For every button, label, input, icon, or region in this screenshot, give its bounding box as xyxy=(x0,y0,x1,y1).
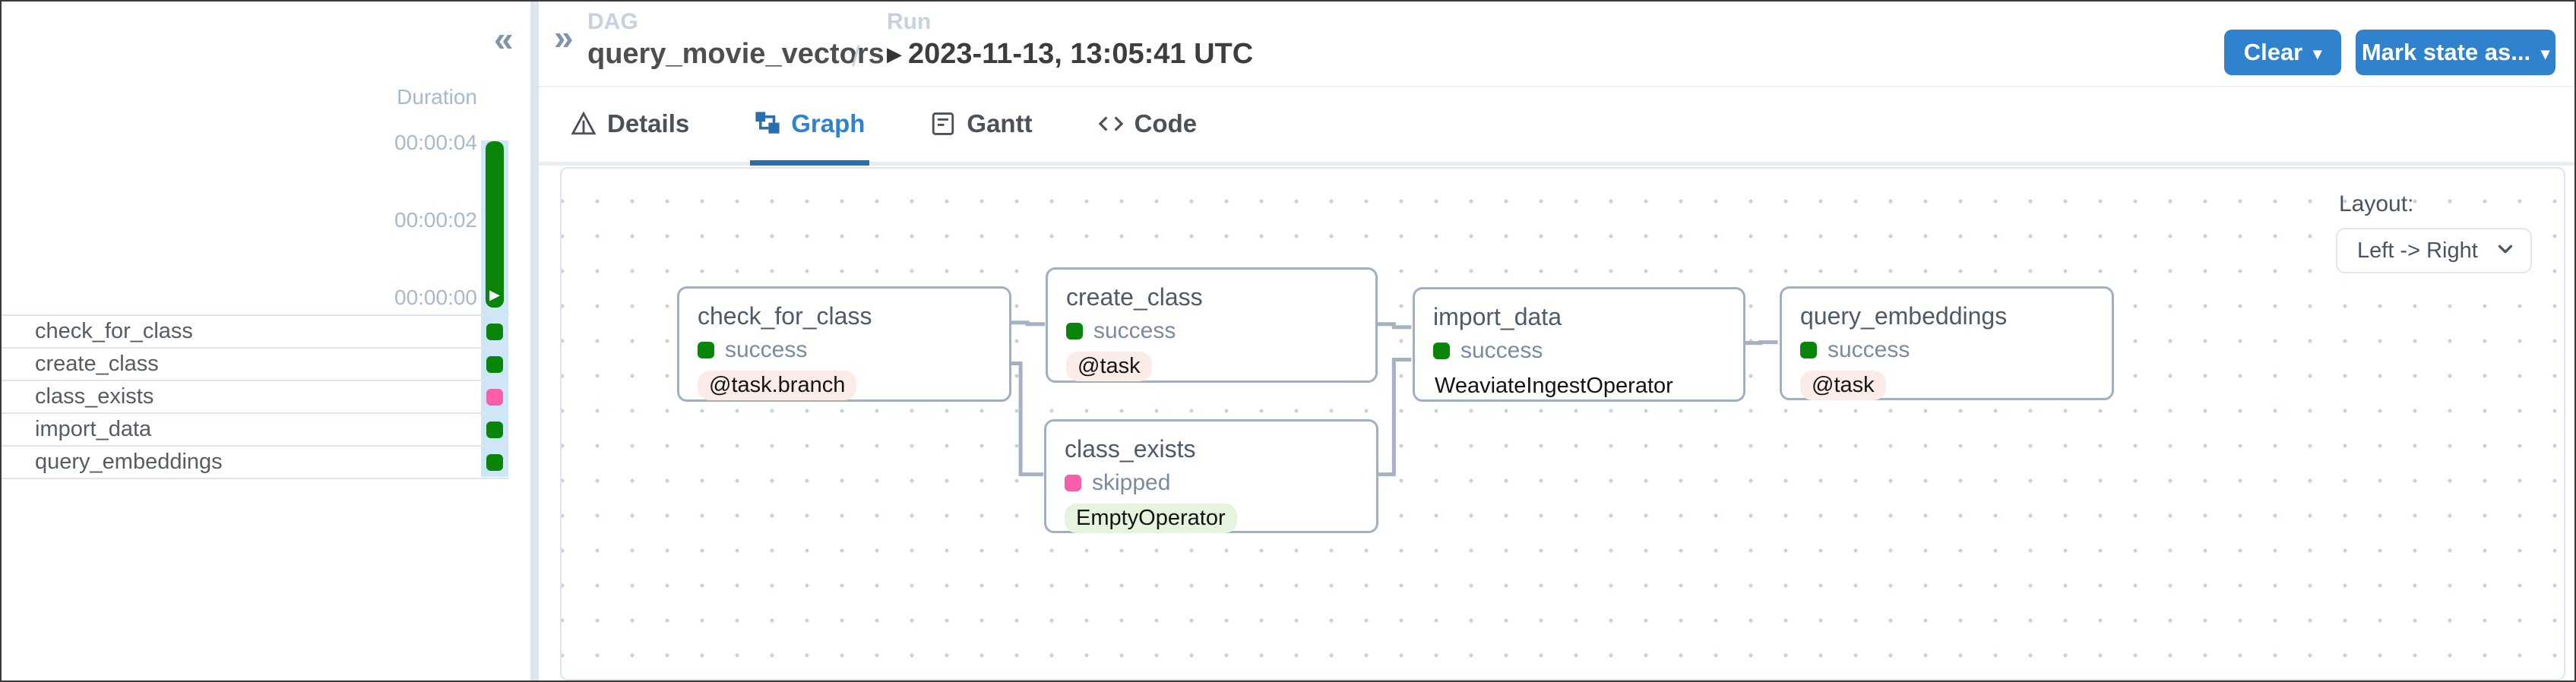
grid-sidebar: « Duration 00:00:04 00:00:02 00:00:00 ▶ … xyxy=(2,2,530,680)
status-square-skipped xyxy=(1065,475,1081,491)
layout-direction-select[interactable]: Left -> Right xyxy=(2336,228,2532,273)
node-title: class_exists xyxy=(1065,435,1196,463)
operator-badge: @task.branch xyxy=(698,371,857,400)
view-tabs: Details Graph Gantt Code xyxy=(539,87,2574,166)
node-title: query_embeddings xyxy=(1800,302,2008,330)
breadcrumb-dag[interactable]: DAG query_movie_vectors xyxy=(587,9,885,71)
operator-badge: @task xyxy=(1066,352,1152,381)
graph-canvas[interactable]: check_for_class success @task.branch cre… xyxy=(560,167,2565,680)
node-title: import_data xyxy=(1433,303,1562,330)
node-status-text: success xyxy=(1828,337,1910,362)
node-status-text: skipped xyxy=(1092,470,1171,495)
tab-code[interactable]: Code xyxy=(1093,87,1202,166)
dag-label: DAG xyxy=(587,9,638,34)
node-status-text: success xyxy=(1093,318,1176,343)
graph-node-import_data[interactable]: import_data success WeaviateIngestOperat… xyxy=(1413,287,1745,402)
node-title: check_for_class xyxy=(698,302,872,330)
task-name: class_exists xyxy=(35,384,154,409)
expand-sidebar-icon[interactable]: » xyxy=(554,17,574,57)
task-name: import_data xyxy=(35,417,152,441)
layout-selected-value: Left -> Right xyxy=(2357,238,2478,263)
dag-edges xyxy=(1011,320,1778,477)
code-icon xyxy=(1098,111,1124,137)
gantt-icon xyxy=(930,111,956,137)
operator-badge: EmptyOperator xyxy=(1065,504,1237,533)
mark-state-as-button[interactable]: Mark state as...▾ xyxy=(2356,30,2555,75)
collapse-sidebar-icon[interactable]: « xyxy=(494,19,514,58)
run-timestamp[interactable]: 2023-11-13, 13:05:41 UTC xyxy=(908,38,1254,70)
tab-gantt[interactable]: Gantt xyxy=(926,87,1036,166)
tab-label: Code xyxy=(1134,109,1198,137)
status-square-success[interactable] xyxy=(486,421,503,438)
duration-tick: 00:00:02 xyxy=(394,208,477,232)
status-square-success xyxy=(698,342,714,358)
chevron-down-icon xyxy=(2494,238,2517,264)
layout-control: Layout: Left -> Right xyxy=(2336,191,2532,273)
graph-icon xyxy=(755,111,780,137)
dag-run-duration-bar[interactable]: ▶ xyxy=(486,141,504,308)
task-row-create_class[interactable]: create_class xyxy=(2,349,509,381)
tab-graph[interactable]: Graph xyxy=(750,87,870,166)
breadcrumb-run[interactable]: Run ▶ 2023-11-13, 13:05:41 UTC xyxy=(887,9,1253,71)
tab-details[interactable]: Details xyxy=(566,87,694,166)
breadcrumb-separator: / xyxy=(852,41,860,73)
task-list: check_for_class create_class class_exist… xyxy=(2,314,509,479)
sidebar-divider[interactable] xyxy=(530,2,539,680)
status-square-skipped[interactable] xyxy=(486,388,503,406)
tab-label: Graph xyxy=(791,109,866,137)
task-row-class_exists[interactable]: class_exists xyxy=(2,381,509,414)
dag-name[interactable]: query_movie_vectors xyxy=(587,38,885,70)
tab-label: Gantt xyxy=(967,109,1033,137)
duration-tick: 00:00:04 xyxy=(394,131,477,154)
task-name: create_class xyxy=(35,352,159,376)
status-square-success[interactable] xyxy=(486,355,503,373)
status-square-success xyxy=(1800,342,1817,358)
task-row-check_for_class[interactable]: check_for_class xyxy=(2,316,509,349)
run-label: Run xyxy=(887,9,932,34)
status-square-success xyxy=(1433,343,1450,359)
task-row-import_data[interactable]: import_data xyxy=(2,414,509,447)
node-status-text: success xyxy=(725,337,808,362)
duration-tick: 00:00:00 xyxy=(394,286,477,309)
caret-down-icon: ▾ xyxy=(2541,44,2550,63)
duration-axis-title: Duration xyxy=(397,85,477,109)
graph-node-create_class[interactable]: create_class success @task xyxy=(1046,267,1378,383)
node-title: create_class xyxy=(1066,283,1203,311)
clear-button[interactable]: Clear▾ xyxy=(2224,30,2341,75)
status-square-success[interactable] xyxy=(486,323,503,340)
task-name: check_for_class xyxy=(35,319,193,343)
operator-label: WeaviateIngestOperator xyxy=(1435,374,1673,398)
status-square-success xyxy=(1066,323,1083,339)
graph-node-class_exists[interactable]: class_exists skipped EmptyOperator xyxy=(1044,419,1378,533)
play-icon: ▶ xyxy=(489,287,500,302)
tab-label: Details xyxy=(607,109,690,137)
graph-node-check_for_class[interactable]: check_for_class success @task.branch xyxy=(677,286,1011,402)
play-icon: ▶ xyxy=(887,43,902,65)
graph-node-query_embeddings[interactable]: query_embeddings success @task xyxy=(1780,286,2114,400)
task-row-query_embeddings[interactable]: query_embeddings xyxy=(2,447,509,479)
details-icon xyxy=(571,111,597,137)
layout-label: Layout: xyxy=(2339,191,2414,216)
operator-badge: @task xyxy=(1800,371,1886,400)
caret-down-icon: ▾ xyxy=(2313,44,2322,63)
status-square-success[interactable] xyxy=(486,453,503,471)
node-status-text: success xyxy=(1460,338,1543,363)
task-name: query_embeddings xyxy=(35,450,223,474)
